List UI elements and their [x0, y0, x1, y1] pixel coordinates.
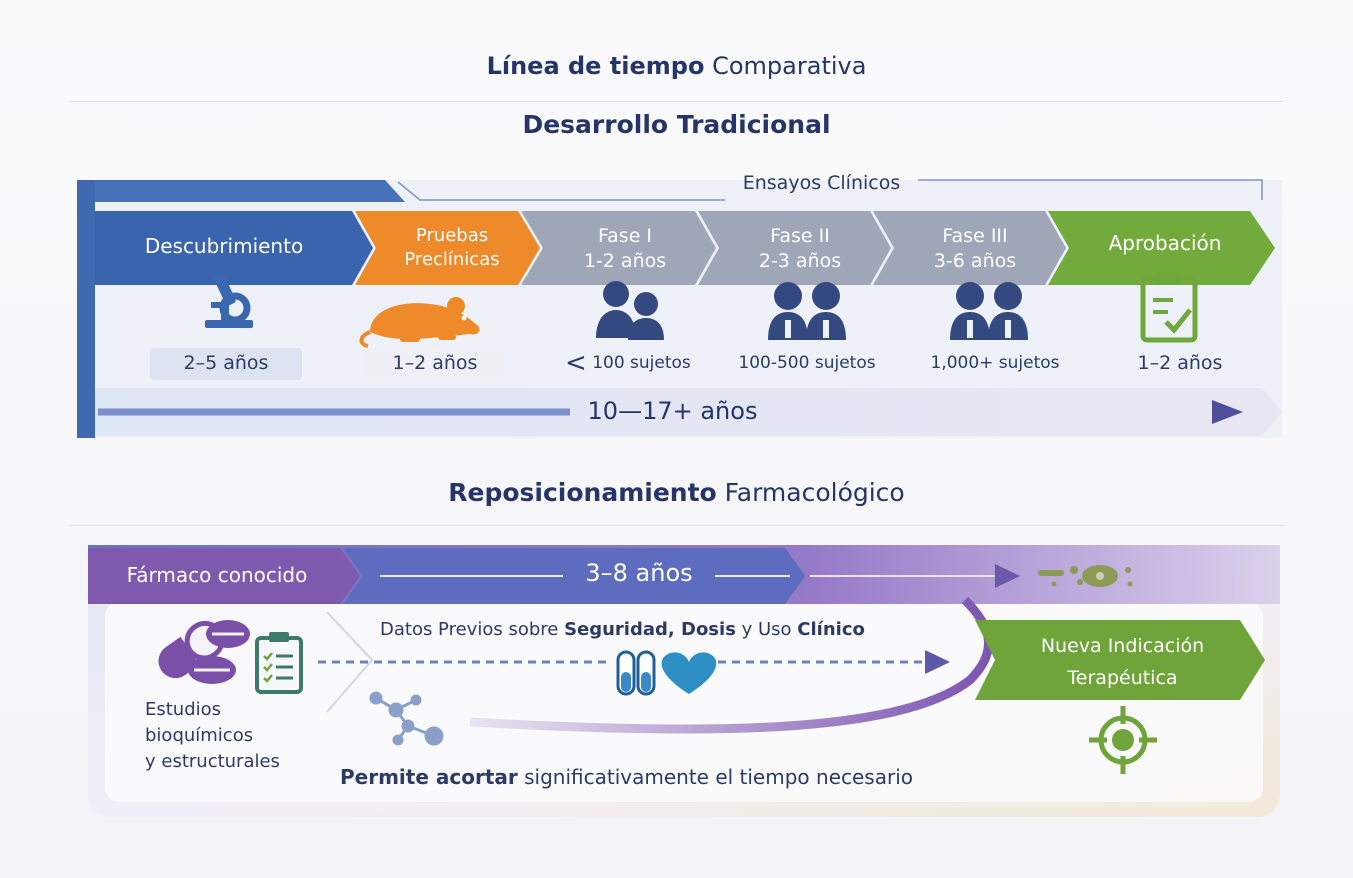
conclusion-text: Permite acortar significativamente el ti… [340, 765, 1020, 789]
stage-label-discovery: Descubrimiento [144, 234, 304, 258]
studies-line2: bioquímicos [145, 725, 254, 746]
page-title-bold: Línea de tiempo [486, 52, 705, 80]
subjects-phase2: 100-500 sujetos [738, 353, 876, 373]
clipboard-check-icon [1140, 272, 1198, 343]
page-title-rest: Comparativa [712, 52, 867, 80]
subjects-phase3: 1,000+ sujetos [930, 353, 1060, 373]
chevron-preclinical [355, 211, 540, 285]
chevron-phase3 [873, 211, 1066, 285]
repositioning-inner [105, 602, 1263, 802]
title-divider [70, 101, 1285, 102]
preclinical-duration-pill [365, 348, 505, 380]
total-arrowhead [1212, 400, 1243, 424]
mouse-icon [359, 297, 480, 348]
known-drug-label: Fármaco conocido [126, 563, 308, 587]
stage-label-preclinical: Pruebas Preclínicas [372, 224, 532, 272]
people-icon-phase1 [596, 281, 664, 340]
people-icon-phase3 [950, 282, 1028, 340]
dashed-arrowhead [925, 650, 950, 674]
stage-label-phase2-line2: 2-3 años [758, 250, 842, 272]
conclusion-bold: Permite acortar [340, 765, 518, 789]
repositioning-title-bold: Reposicionamiento [448, 478, 717, 507]
subjects-phase1-text: 100 sujetos [592, 353, 691, 373]
traditional-title: Desarrollo Tradicional [522, 110, 831, 139]
molecule-cluster-icon [1038, 565, 1133, 587]
stage-label-preclinical-line1: Pruebas [415, 225, 489, 246]
trials-label: Ensayos Clínicos [742, 172, 901, 194]
new-indication-line2: Terapéutica [1067, 667, 1178, 689]
test-tubes-icon [616, 650, 656, 696]
studies-line3: y estructurales [145, 751, 280, 772]
stage-label-approval: Aprobación [1108, 231, 1222, 255]
discovery-duration-pill [150, 348, 302, 380]
stage-label-phase1-line2: 1-2 años [583, 250, 667, 272]
chevron-approval [1048, 211, 1275, 285]
stage-label-phase1-line1: Fase I [597, 225, 653, 247]
prior-data-label: Datos Previos sobre Seguridad, Dosis y U… [380, 619, 940, 640]
molecule-icon [369, 691, 444, 746]
repositioning-divider [70, 525, 1285, 526]
new-indication-chevron [975, 620, 1265, 700]
duration-preclinical: 1–2 años [392, 352, 478, 374]
chevron-phase2 [698, 211, 891, 285]
heart-icon [661, 652, 717, 694]
prior-data-plain1: Datos Previos sobre [380, 619, 565, 640]
microscope-icon [205, 272, 253, 328]
new-indication-line1: Nueva Indicación [1040, 635, 1205, 657]
studies-line1: Estudios [145, 699, 222, 720]
repositioning-title: Reposicionamiento Farmacológico [0, 478, 1353, 507]
subjects-phase1: < 100 sujetos [565, 348, 715, 378]
duration-arrowhead [995, 564, 1020, 588]
trials-bracket [397, 179, 1263, 201]
stage-label-phase3-line2: 3-6 años [933, 250, 1017, 272]
pills-icon [158, 616, 250, 684]
stage-label-phase3-line1: Fase III [942, 225, 1008, 247]
target-icon [1089, 706, 1157, 774]
corner-band [77, 180, 405, 202]
new-indication-label: Nueva Indicación Terapéutica [995, 630, 1250, 694]
known-drug-chevron [88, 548, 360, 604]
left-rail [77, 180, 95, 438]
people-icon-phase2 [768, 282, 846, 340]
stage-label-phase2: Fase II 2-3 años [715, 224, 885, 274]
chevron-outline [326, 611, 374, 713]
duration-discovery: 2–5 años [183, 352, 269, 374]
stage-label-preclinical-line2: Preclínicas [404, 249, 500, 270]
stage-label-phase2-line1: Fase II [770, 225, 830, 247]
prior-data-plain2: y Uso [735, 619, 798, 640]
studies-label: Estudios bioquímicos y estructurales [145, 697, 325, 775]
chevron-discovery [95, 211, 373, 285]
duration-approval: 1–2 años [1137, 352, 1223, 374]
repositioning-title-rest: Farmacológico [724, 478, 905, 507]
less-than-symbol: < [565, 348, 587, 378]
prior-data-bold2: Clínico [797, 619, 865, 640]
chevron-phase1 [521, 211, 716, 285]
total-band [95, 388, 1282, 436]
total-duration: 10—17+ años [587, 397, 758, 425]
page-title: Línea de tiempo Comparativa [0, 52, 1353, 80]
duration-chevron [343, 548, 805, 604]
conclusion-rest: significativamente el tiempo necesario [517, 765, 913, 789]
stage-label-phase1: Fase I 1-2 años [540, 224, 710, 274]
prior-data-bold1: Seguridad, Dosis [564, 619, 736, 640]
repositioning-duration: 3–8 años [585, 559, 693, 587]
stage-label-phase3: Fase III 3-6 años [890, 224, 1060, 274]
checklist-icon [255, 632, 303, 694]
